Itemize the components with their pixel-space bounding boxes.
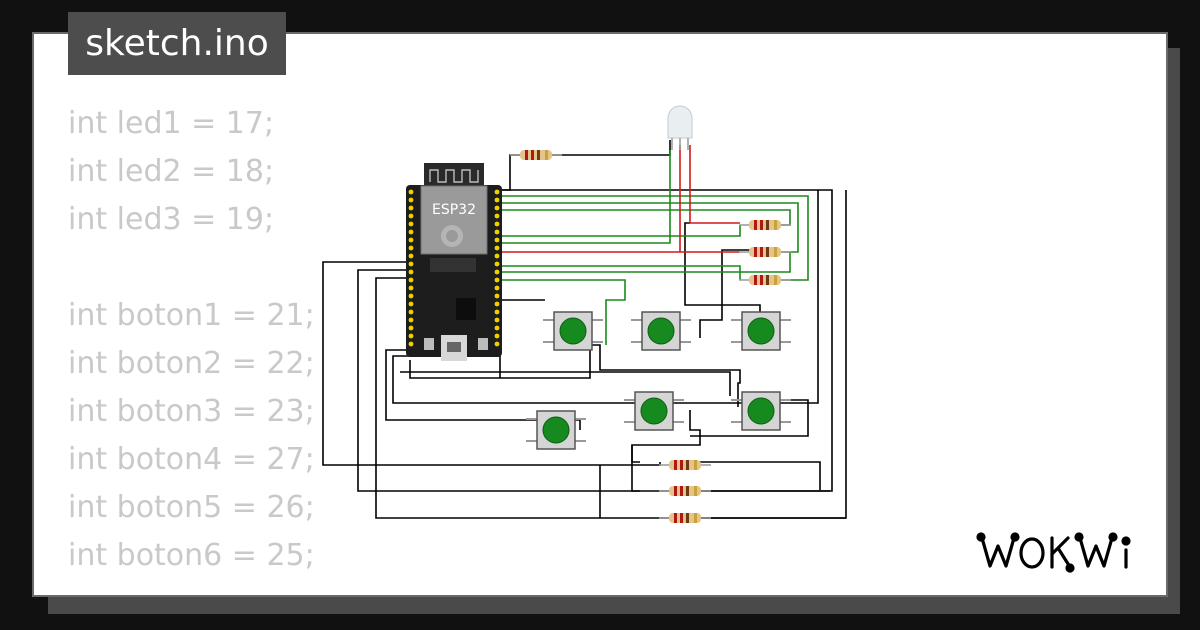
resistor[interactable] xyxy=(659,513,711,523)
push-button[interactable] xyxy=(631,311,691,351)
wokwi-logo xyxy=(976,532,1131,573)
code-line: int led1 = 17; xyxy=(68,106,275,141)
resistor[interactable] xyxy=(739,247,791,257)
code-line: int boton3 = 23; xyxy=(68,394,315,429)
code-line: int boton2 = 22; xyxy=(68,346,315,381)
rgb-led[interactable] xyxy=(667,105,693,150)
code-line: int led2 = 18; xyxy=(68,154,275,189)
push-button[interactable] xyxy=(731,311,791,351)
push-button[interactable] xyxy=(543,311,603,351)
push-button[interactable] xyxy=(624,391,684,431)
code-line: int led3 = 19; xyxy=(68,202,275,237)
push-button[interactable] xyxy=(731,391,791,431)
red-wires xyxy=(490,145,740,253)
code-line: int boton5 = 26; xyxy=(68,490,315,525)
resistor[interactable] xyxy=(739,220,791,230)
resistor[interactable] xyxy=(739,275,791,285)
board-label: ESP32 xyxy=(432,202,476,218)
code-line: int boton4 = 27; xyxy=(68,442,315,477)
resistor[interactable] xyxy=(510,150,562,160)
esp32-board[interactable]: ESP32 xyxy=(406,163,502,361)
code-line: int boton1 = 21; xyxy=(68,298,315,333)
file-name-badge[interactable]: sketch.ino xyxy=(68,12,286,75)
code-line: int boton6 = 25; xyxy=(68,538,315,573)
push-button[interactable] xyxy=(526,410,586,450)
resistor[interactable] xyxy=(659,486,711,496)
resistor[interactable] xyxy=(659,460,711,470)
